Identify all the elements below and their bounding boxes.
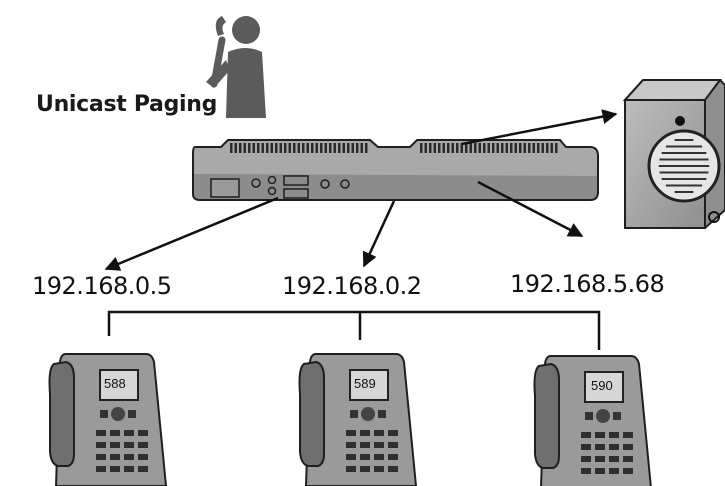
extension-589: 589 (354, 376, 376, 391)
arrow-to-speaker (461, 109, 618, 146)
desk-phone-icon: 588 (48, 353, 167, 486)
ip-label-1: 192.168.0.5 (32, 272, 172, 300)
lan-bus (107, 310, 601, 350)
diagram-title: Unicast Paging (36, 92, 218, 117)
arrow-to-phone-3 (477, 180, 584, 238)
desk-phone-icon: 589 (298, 353, 417, 486)
person-on-phone-icon (206, 16, 266, 118)
ip-label-2: 192.168.0.2 (282, 272, 422, 300)
connector-arrows (104, 109, 618, 271)
paging-gateway-icon (192, 139, 599, 201)
extension-588: 588 (104, 376, 126, 391)
ip-label-3: 192.168.5.68 (510, 270, 665, 298)
arrow-to-phone-2 (362, 200, 396, 268)
extension-590: 590 (591, 378, 613, 393)
desk-phone-icon: 590 (533, 355, 652, 486)
arrow-to-phone-1 (104, 196, 279, 271)
paging-speaker-icon (622, 79, 725, 229)
